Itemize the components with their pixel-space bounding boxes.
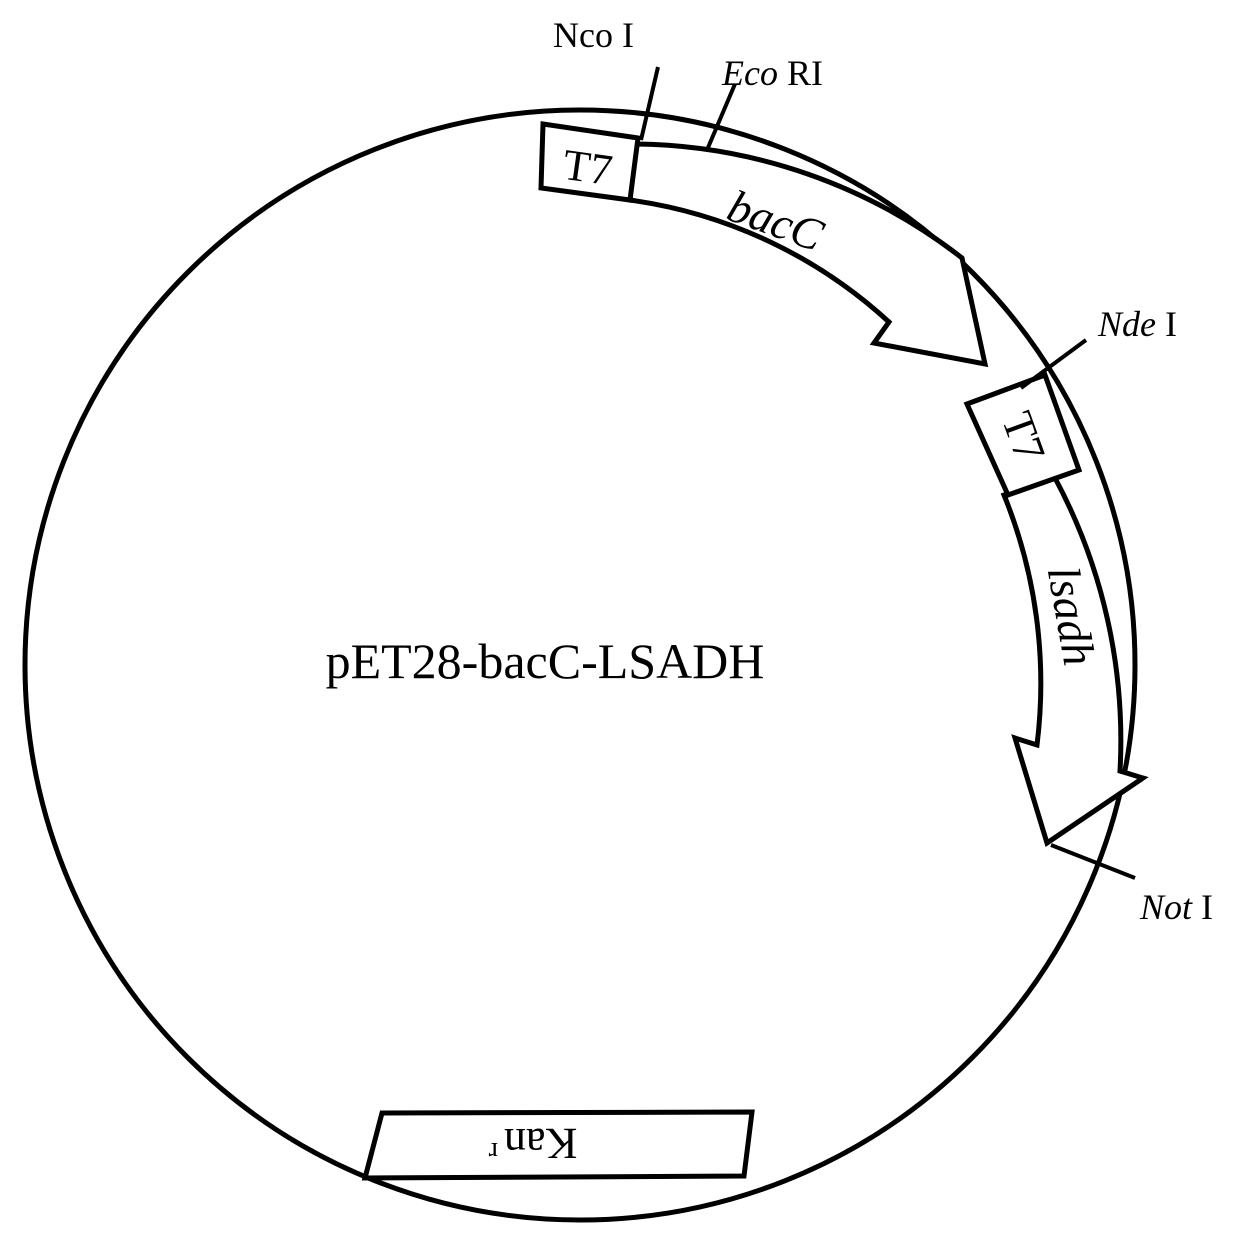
- nde-site-tick: [1019, 338, 1088, 390]
- kanr-label: Kanr: [488, 1119, 577, 1168]
- eco-site-label: Eco RI: [721, 53, 823, 93]
- lsadh-arrow: [1000, 474, 1149, 847]
- bacC-arrow: [627, 141, 989, 368]
- kanr-box: [361, 1109, 755, 1181]
- eco-site-tick: [705, 83, 737, 151]
- nco-site-label: Nco I: [553, 15, 634, 55]
- nde-site-label: Nde I: [1097, 304, 1177, 344]
- not-site-tick: [1050, 843, 1136, 880]
- nco-site-tick: [639, 66, 660, 141]
- plasmid-backbone: [22, 107, 1138, 1223]
- t7-promoter-box-2: [963, 371, 1083, 499]
- plasmid-name: pET28-bacC-LSADH: [326, 633, 765, 689]
- t7-promoter-box-1: [538, 121, 641, 203]
- t7-label-1: T7: [560, 140, 615, 195]
- not-site-label: Not I: [1139, 887, 1213, 927]
